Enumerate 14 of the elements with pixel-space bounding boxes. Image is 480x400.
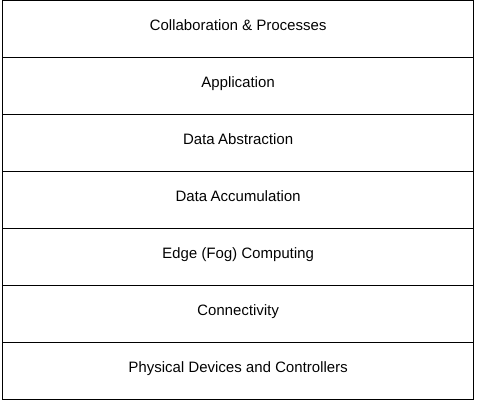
layer-label: Physical Devices and Controllers (127, 359, 349, 376)
layer-box (2, 57, 474, 115)
layer-label: Collaboration & Processes (148, 17, 328, 34)
layer-box (2, 228, 474, 286)
layer-label: Application (200, 74, 276, 91)
layer-label: Data Accumulation (174, 188, 302, 205)
layer-label: Connectivity (196, 302, 280, 319)
layer-label: Edge (Fog) Computing (161, 245, 315, 262)
layer-label: Data Abstraction (182, 131, 294, 148)
layer-box (2, 285, 474, 343)
layer-box (2, 342, 474, 400)
layer-box (2, 0, 474, 58)
layer-box (2, 171, 474, 229)
layer-box (2, 114, 474, 172)
